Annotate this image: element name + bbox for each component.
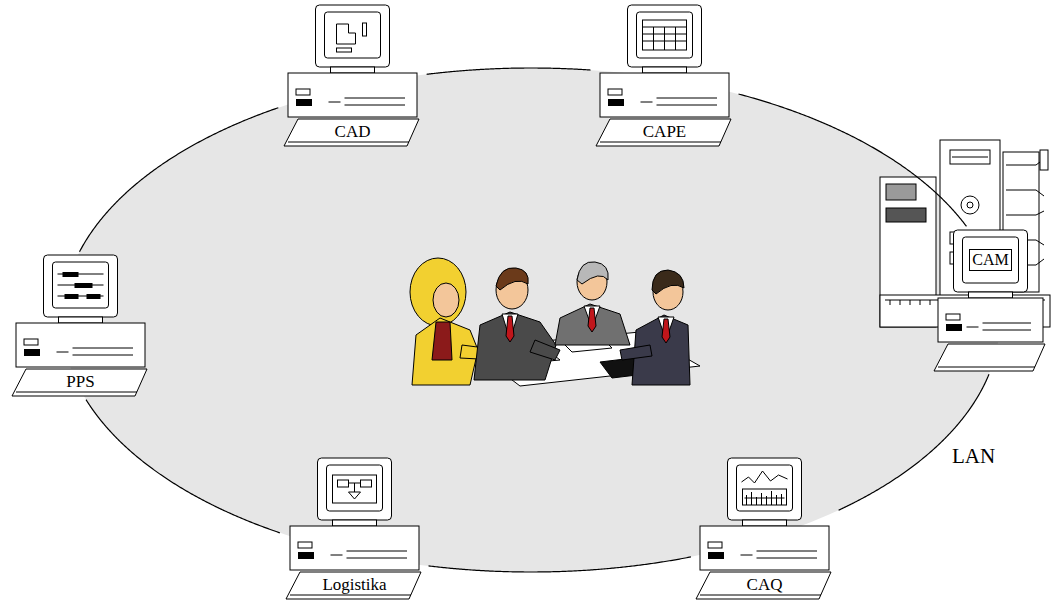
system-label: CAD bbox=[335, 122, 371, 142]
lan-ring-area bbox=[62, 68, 1000, 572]
text-holder: CAM bbox=[963, 237, 1019, 283]
lan-cable bbox=[86, 400, 280, 533]
meeting-illustration bbox=[410, 258, 700, 386]
system-label: CAQ bbox=[747, 575, 783, 595]
lan-cable bbox=[739, 94, 967, 226]
lan-cable bbox=[429, 557, 691, 572]
lan-cable bbox=[427, 68, 591, 74]
lan-cable bbox=[80, 108, 279, 252]
computer-workstation: CAQ bbox=[692, 456, 837, 601]
lan-cable bbox=[839, 374, 989, 510]
computer-workstation: Logistika bbox=[282, 456, 427, 601]
system-label: CAM bbox=[969, 249, 1011, 271]
text-holder: CAQ bbox=[714, 573, 815, 597]
text-holder: CAPE bbox=[614, 120, 715, 144]
text-holder: CAD bbox=[302, 120, 403, 144]
system-label: CAPE bbox=[643, 122, 686, 142]
system-label: Logistika bbox=[322, 575, 386, 595]
computer-workstation: CAD bbox=[280, 3, 425, 148]
computer-workstation: CAM bbox=[930, 228, 1051, 373]
text-holder: PPS bbox=[30, 370, 131, 394]
computer-workstation: CAPE bbox=[592, 3, 737, 148]
network-label: LAN bbox=[950, 444, 997, 468]
computer-workstation: PPS bbox=[8, 253, 153, 398]
network-label-holder: LAN bbox=[950, 444, 997, 468]
system-label: PPS bbox=[66, 372, 94, 392]
text-holder: Logistika bbox=[304, 573, 405, 597]
